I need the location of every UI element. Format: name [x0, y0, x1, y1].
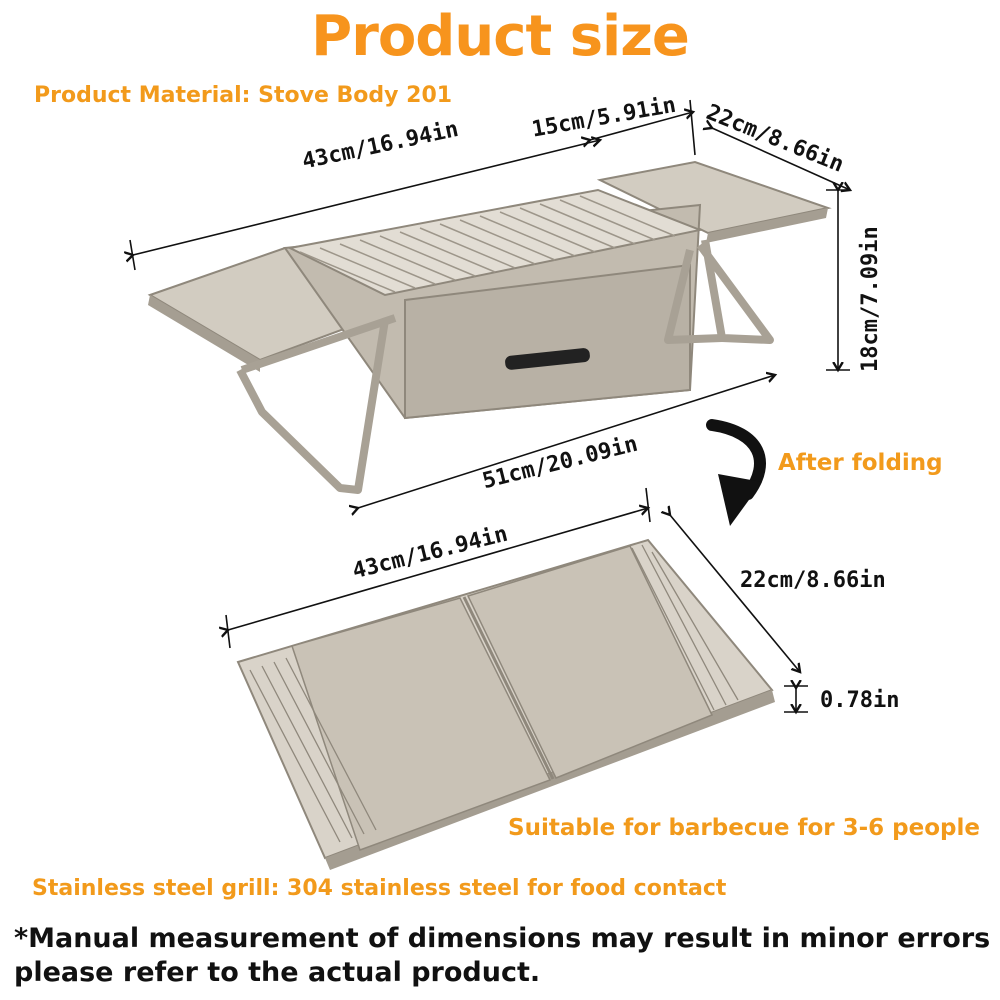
grill-material-label: Stainless steel grill: 304 stainless ste…: [32, 876, 727, 901]
dim-folded-thickness: 0.78in: [820, 688, 900, 713]
unfolded-grill: [147, 160, 832, 494]
folded-dimension-lines: [226, 487, 808, 712]
after-folding-label: After folding: [778, 450, 943, 476]
material-label: Product Material: Stove Body 201: [34, 83, 453, 108]
dim-folded-width: 22cm/8.66in: [740, 568, 886, 593]
suitable-label: Suitable for barbecue for 3-6 people: [508, 815, 980, 841]
page-title: Product size: [311, 4, 690, 69]
dim-height: 18cm/7.09in: [858, 226, 883, 372]
curved-down-arrow-icon: [706, 419, 766, 526]
unfolded-dimension-lines: [130, 99, 850, 508]
measurement-note: *Manual measurement of dimensions may re…: [14, 923, 991, 988]
